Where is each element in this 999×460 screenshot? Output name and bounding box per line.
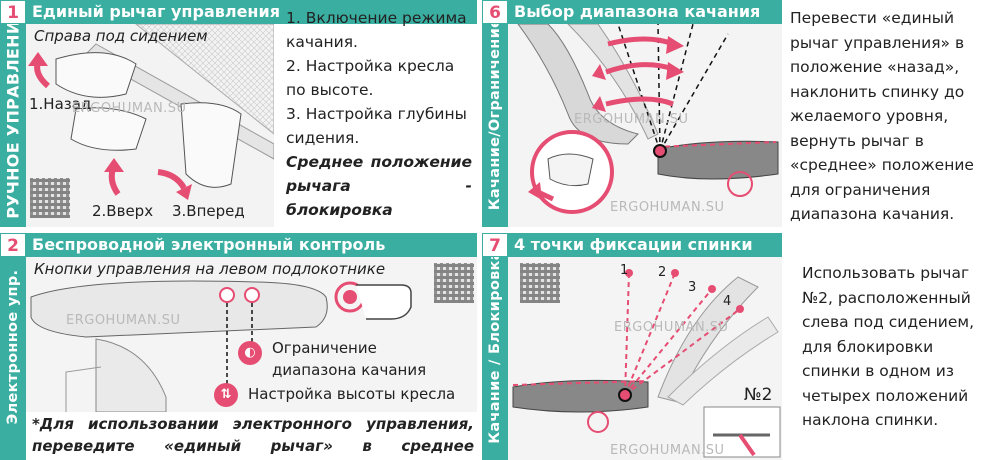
panel-2-sidebar: Электронное упр. [0, 233, 26, 460]
panel-2-label-height: Настройка высоты кресла [248, 385, 456, 403]
panel-1-title: Единый рычаг управления [32, 2, 280, 21]
panel-6-number: 6 [482, 0, 508, 24]
panel-7-title: 4 точки фиксации спинки [514, 235, 753, 254]
panel-1-sidebar-label: РУЧНОЕ УПРАВЛЕНИЕ [3, 8, 23, 219]
panel-1-note: Среднее положение рычага - блокировка фу… [286, 153, 472, 227]
panel-7-point-3: 3 [688, 280, 697, 295]
panel-7-sidebar-label: Качание / Блокировка [487, 249, 503, 444]
panel-2-header: 2 Беспроводной электронный контроль [0, 233, 477, 257]
panel-1-header: 1 Единый рычаг управления [0, 0, 477, 24]
panel-7-lever-label: №2 [744, 385, 773, 405]
panel-2: Электронное упр. 2 Беспроводной электрон… [0, 233, 477, 460]
panel-7-header: 7 4 точки фиксации спинки [482, 233, 782, 257]
panel-7-description: Использовать рычаг №2, расположенный сле… [802, 261, 996, 433]
seat-height-icon: ⇅ [214, 383, 238, 407]
panel-2-sidebar-label: Электронное упр. [5, 269, 21, 424]
panel-1-item-1: 1. Включение режима качания. [286, 9, 467, 51]
panel-2-note: *Для использовании электронного управлен… [32, 415, 474, 460]
panel-2-label-limit: Ограничение диапазона качания [272, 339, 427, 379]
panel-7-watermark-1: ERGOHUMAN.SU [614, 320, 729, 335]
panel-2-subtitle: Кнопки управления на левом подлокотнике [34, 260, 386, 278]
panel-1-item-3: 3. Настройка глубины сидения. [286, 105, 467, 147]
panel-7-watermark-2: ERGOHUMAN.SU [610, 443, 725, 458]
panel-1-subtitle: Справа под сидением [34, 27, 208, 45]
qr-code-icon [520, 263, 560, 303]
panel-1-label-up: 2.Вверх [92, 202, 154, 220]
rocking-limit-icon: ◐ [238, 341, 262, 365]
panel-1-item-2: 2. Настройка кресла по высоте. [286, 57, 455, 99]
panel-6: Качание/Ограничение 6 Выбор диапазона ка… [482, 0, 999, 227]
panel-6-title: Выбор диапазона качания [514, 2, 761, 21]
panel-2-number: 2 [0, 233, 26, 257]
panel-2-illustration [26, 257, 477, 413]
panel-6-sidebar: Качание/Ограничение [482, 0, 508, 227]
panel-1-number: 1 [0, 0, 26, 24]
panel-1-label-forward: 3.Вперед [172, 202, 245, 220]
panel-7-sidebar: Качание / Блокировка [482, 233, 508, 460]
panel-1-label-back: 1.Назад [29, 95, 92, 113]
panel-1-watermark: ERGOHUMAN.SU [72, 101, 187, 116]
panel-6-watermark-1: ERGOHUMAN.SU [574, 112, 689, 127]
panel-6-watermark-2: ERGOHUMAN.SU [610, 200, 725, 215]
panel-7-text: Использовать рычаг №2, расположенный сле… [802, 264, 974, 429]
panel-1-sidebar: РУЧНОЕ УПРАВЛЕНИЕ [0, 0, 26, 227]
qr-code-icon [434, 263, 474, 303]
panel-1: РУЧНОЕ УПРАВЛЕНИЕ 1 Единый рычаг управле… [0, 0, 477, 227]
panel-7-number: 7 [482, 233, 508, 257]
panel-2-watermark: ERGOHUMAN.SU [66, 313, 181, 328]
panel-6-text: Перевести «единый рычаг управления» в по… [790, 9, 974, 223]
panel-7-point-2: 2 [658, 265, 667, 280]
panel-1-description: 1. Включение режима качания. 2. Настройк… [286, 6, 472, 227]
panel-6-description: Перевести «единый рычаг управления» в по… [790, 6, 996, 227]
panel-6-sidebar-label: Качание/Ограничение [487, 17, 503, 210]
panel-2-title: Беспроводной электронный контроль [32, 235, 386, 254]
panel-6-header: 6 Выбор диапазона качания [482, 0, 782, 24]
qr-code-icon [30, 178, 70, 218]
panel-7: Качание / Блокировка 7 4 точки фиксации … [482, 233, 999, 460]
panel-7-point-1: 1 [620, 263, 629, 278]
panel-7-point-4: 4 [723, 294, 732, 309]
panel-6-illustration [508, 23, 782, 227]
